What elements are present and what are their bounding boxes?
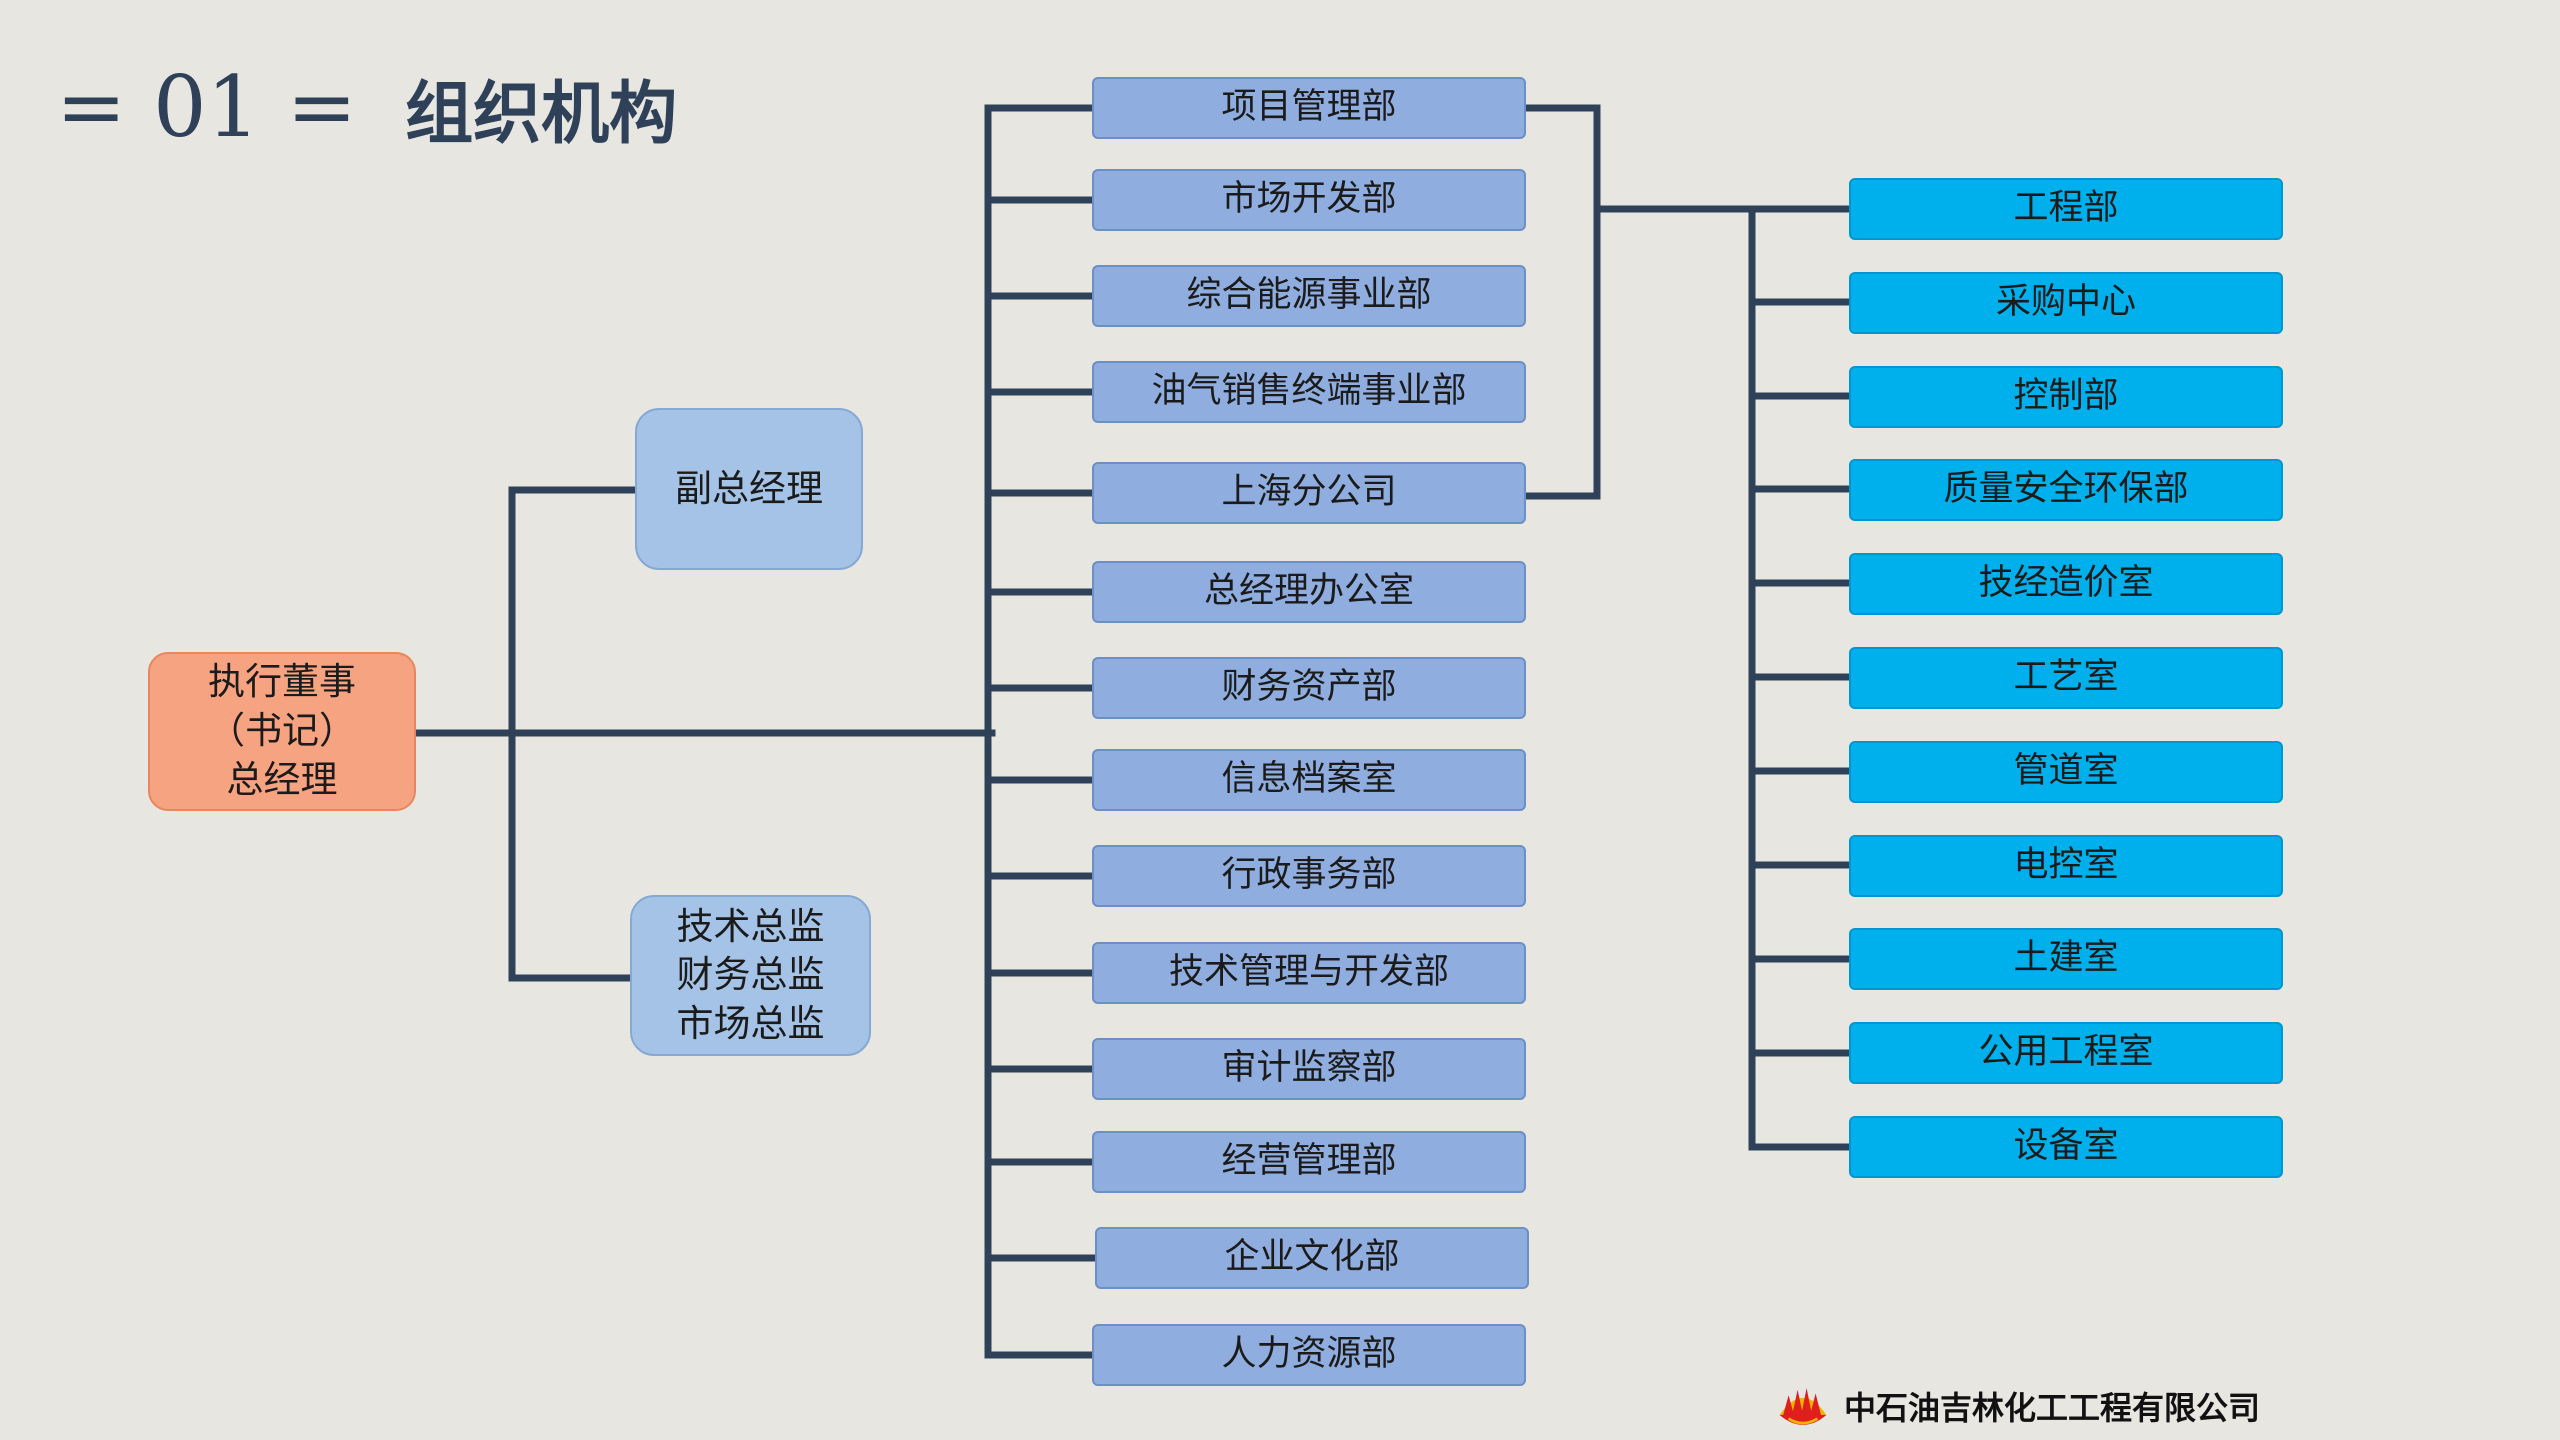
section-title: 组织机构: [405, 74, 678, 154]
company-logo: 中石油吉林化工工程有限公司: [1776, 1378, 2260, 1434]
connector-subunit-stubs: [1748, 205, 1853, 1151]
node-sub-unit: 工程部: [1849, 178, 2283, 240]
petrochina-flame-icon: [1779, 1388, 1827, 1425]
node-department: 经营管理部: [1092, 1131, 1526, 1193]
company-name: 中石油吉林化工工程有限公司: [1844, 1389, 2261, 1427]
node-department: 综合能源事业部: [1092, 265, 1526, 327]
node-sub-unit: 管道室: [1849, 741, 2283, 803]
node-department: 财务资产部: [1092, 657, 1526, 719]
node-deputy: 技术总监 财务总监 市场总监: [630, 895, 871, 1056]
connector-deputies: [508, 486, 639, 982]
node-department: 油气销售终端事业部: [1092, 361, 1526, 423]
node-sub-unit: 技经造价室: [1849, 553, 2283, 615]
node-department: 技术管理与开发部: [1092, 942, 1526, 1004]
node-sub-unit: 控制部: [1849, 366, 2283, 428]
connector-subunits-link: [1522, 104, 1756, 500]
node-department: 审计监察部: [1092, 1038, 1526, 1100]
page-title: = 01 = 组织机构: [56, 52, 677, 162]
node-sub-unit: 土建室: [1849, 928, 2283, 990]
node-sub-unit: 公用工程室: [1849, 1022, 2283, 1084]
node-department: 上海分公司: [1092, 462, 1526, 524]
node-department: 市场开发部: [1092, 169, 1526, 231]
section-number: = 01 =: [56, 58, 358, 156]
node-department: 信息档案室: [1092, 749, 1526, 811]
connector-dept-stubs: [984, 104, 1099, 1359]
node-sub-unit: 质量安全环保部: [1849, 459, 2283, 521]
node-sub-unit: 设备室: [1849, 1116, 2283, 1178]
node-sub-unit: 电控室: [1849, 835, 2283, 897]
node-department: 企业文化部: [1095, 1227, 1529, 1289]
node-root: 执行董事 （书记） 总经理: [148, 652, 416, 811]
node-department: 行政事务部: [1092, 845, 1526, 907]
node-deputy: 副总经理: [635, 408, 863, 570]
node-department: 人力资源部: [1092, 1324, 1526, 1386]
node-department: 总经理办公室: [1092, 561, 1526, 623]
node-department: 项目管理部: [1092, 77, 1526, 139]
node-sub-unit: 采购中心: [1849, 272, 2283, 334]
node-sub-unit: 工艺室: [1849, 647, 2283, 709]
